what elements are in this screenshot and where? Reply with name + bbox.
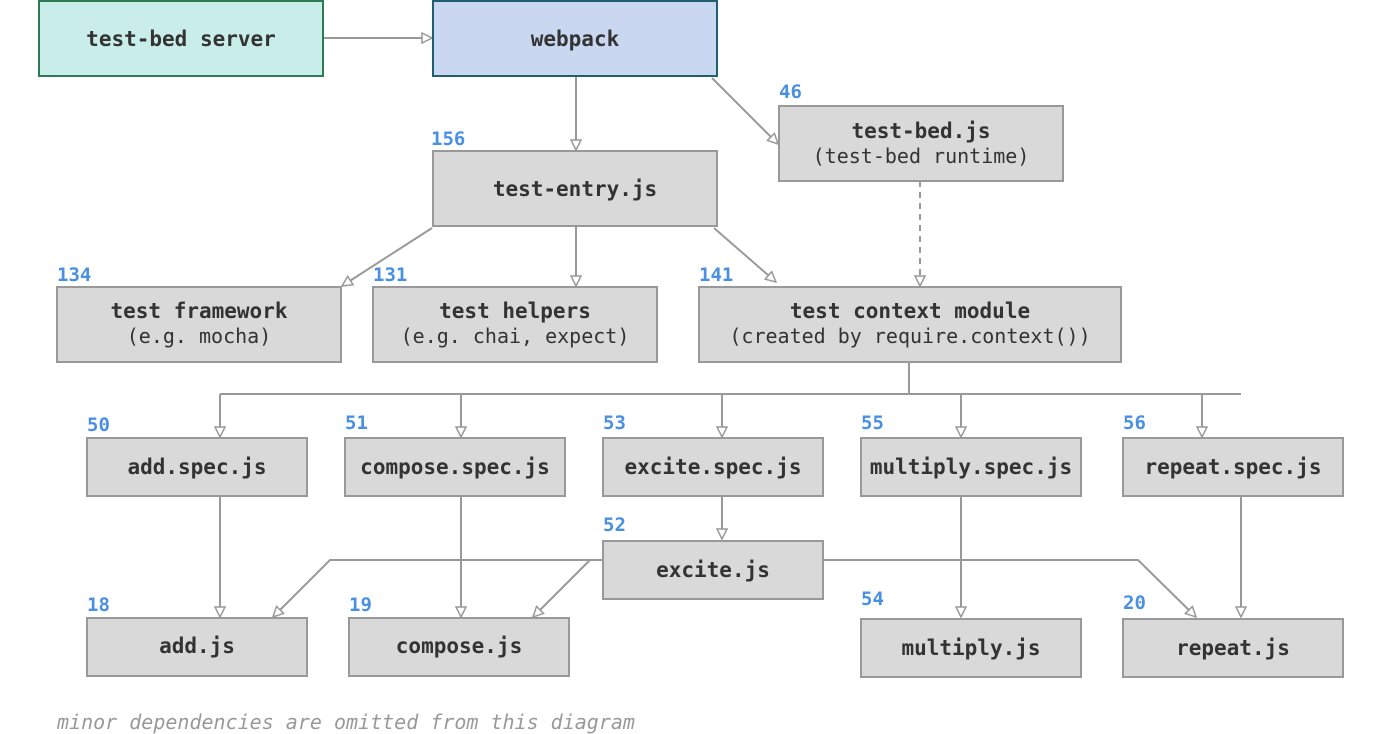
nodes-layer: test-bed server webpack 46 test-bed.js (… — [38, 0, 1344, 678]
node-excite-spec-js: 53 excite.spec.js — [602, 412, 824, 497]
node-title: test helpers — [439, 299, 591, 323]
node-subtitle: (created by require.context()) — [729, 324, 1090, 348]
node-title: excite.spec.js — [624, 455, 801, 479]
edge-webpack-to-test-bed — [711, 77, 778, 144]
node-count: 134 — [57, 264, 91, 286]
node-count: 131 — [373, 264, 407, 286]
node-test-framework: 134 test framework (e.g. mocha) — [56, 264, 342, 363]
node-title: compose.js — [396, 634, 522, 658]
node-repeat-js: 20 repeat.js — [1122, 592, 1344, 678]
node-title: test-bed.js — [851, 119, 990, 143]
node-count: 55 — [861, 412, 884, 434]
node-multiply-js: 54 multiply.js — [860, 588, 1082, 678]
node-count: 18 — [87, 594, 110, 616]
node-count: 19 — [349, 594, 372, 616]
node-title: multiply.js — [901, 636, 1040, 660]
node-test-context-module: 141 test context module (created by requ… — [698, 264, 1122, 363]
node-test-helpers: 131 test helpers (e.g. chai, expect) — [372, 264, 658, 363]
node-count: 50 — [87, 414, 110, 436]
node-title: webpack — [531, 27, 620, 51]
node-count: 20 — [1123, 592, 1146, 614]
node-title: repeat.spec.js — [1144, 455, 1321, 479]
node-count: 56 — [1123, 412, 1146, 434]
edge-excite-to-compose — [533, 559, 591, 617]
node-compose-js: 19 compose.js — [348, 594, 570, 677]
node-subtitle: (e.g. chai, expect) — [401, 324, 630, 348]
footnote: minor dependencies are omitted from this… — [56, 710, 635, 734]
node-repeat-spec-js: 56 repeat.spec.js — [1122, 412, 1344, 497]
node-compose-spec-js: 51 compose.spec.js — [344, 412, 566, 497]
node-title: repeat.js — [1176, 636, 1290, 660]
node-count: 156 — [431, 128, 465, 150]
edge-context-bus — [220, 362, 1241, 395]
node-subtitle: (e.g. mocha) — [127, 324, 272, 348]
node-title: multiply.spec.js — [870, 455, 1072, 479]
node-excite-js: 52 excite.js — [602, 514, 824, 600]
node-test-bed-server: test-bed server — [38, 0, 324, 77]
node-subtitle: (test-bed runtime) — [813, 144, 1030, 168]
edge-excite-to-repeat — [823, 559, 1196, 617]
node-title: compose.spec.js — [360, 455, 550, 479]
node-add-spec-js: 50 add.spec.js — [86, 414, 308, 497]
node-title: excite.js — [656, 558, 770, 582]
node-count: 53 — [603, 412, 626, 434]
edge-test-entry-to-framework — [342, 227, 433, 286]
edge-test-entry-to-context — [713, 227, 776, 282]
node-count: 46 — [779, 81, 802, 103]
node-title: test context module — [790, 299, 1030, 323]
node-title: test-bed server — [86, 27, 276, 51]
node-multiply-spec-js: 55 multiply.spec.js — [860, 412, 1082, 497]
edges-layer — [220, 38, 1241, 617]
node-title: test framework — [110, 299, 287, 323]
edge-excite-to-add — [273, 559, 602, 617]
node-title: test-entry.js — [493, 177, 657, 201]
node-add-js: 18 add.js — [86, 594, 308, 677]
node-count: 51 — [345, 412, 368, 434]
node-test-bed-js: 46 test-bed.js (test-bed runtime) — [778, 81, 1064, 182]
node-title: add.js — [159, 634, 235, 658]
node-webpack: webpack — [432, 0, 718, 77]
node-test-entry-js: 156 test-entry.js — [431, 128, 718, 227]
node-count: 52 — [603, 514, 626, 536]
node-count: 141 — [699, 264, 733, 286]
node-count: 54 — [861, 588, 884, 610]
node-title: add.spec.js — [127, 455, 266, 479]
